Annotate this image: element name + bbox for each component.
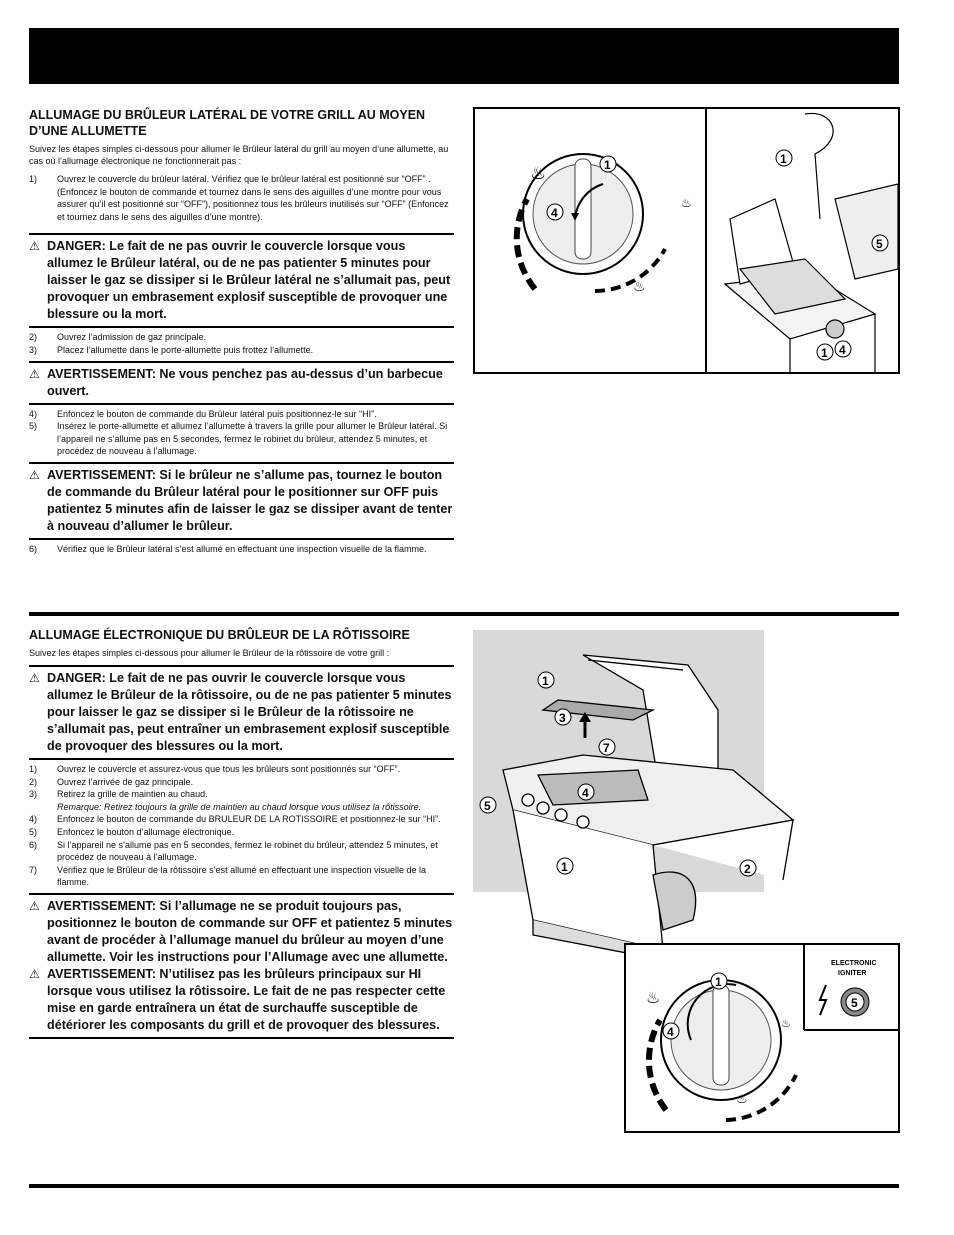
svg-text:1: 1 bbox=[542, 674, 549, 688]
svg-text:3: 3 bbox=[559, 711, 566, 725]
knob-and-igniter-illustration: ♨ ♨ ♨ 1 4 ELECTRONIC IGNITER 5 bbox=[645, 945, 898, 1122]
warning-triangle-icon: ⚠ bbox=[29, 966, 40, 981]
rotisserie-grill-illustration: 1 3 7 4 5 1 2 bbox=[479, 654, 795, 960]
igniter-figure: ♨ ♨ ♨ 1 4 ELECTRONIC IGNITER 5 bbox=[624, 943, 900, 1133]
svg-text:♨: ♨ bbox=[633, 278, 646, 294]
callouts: 1 4 bbox=[546, 155, 617, 221]
list-item: 1)Ouvrez le couvercle et assurez-vous qu… bbox=[29, 764, 401, 774]
side-burner-illustration bbox=[723, 112, 899, 372]
list-item: 7)Vérifiez que le Brûleur de la rôtissoi… bbox=[29, 864, 427, 888]
svg-text:4: 4 bbox=[839, 343, 846, 357]
svg-text:1: 1 bbox=[780, 152, 787, 166]
list-item: 1)Ouvrez le couvercle du brûleur latéral… bbox=[29, 174, 449, 222]
section-divider bbox=[29, 612, 899, 616]
svg-text:4: 4 bbox=[667, 1025, 674, 1039]
callouts: 1 5 1 4 bbox=[775, 149, 889, 361]
section-intro: Suivez les étapes simples ci-dessous pou… bbox=[29, 144, 449, 166]
svg-text:5: 5 bbox=[876, 237, 883, 251]
lightning-icon bbox=[818, 984, 828, 1016]
warning-triangle-icon: ⚠ bbox=[29, 467, 40, 482]
svg-text:7: 7 bbox=[603, 741, 610, 755]
list-item: 2)Ouvrez l’admission de gaz principale. bbox=[29, 332, 207, 343]
step-list: 1)Ouvrez le couvercle du brûleur latéral… bbox=[29, 173, 454, 223]
svg-text:♨: ♨ bbox=[646, 990, 660, 1007]
header-bar bbox=[29, 28, 899, 84]
side-burner-figure: ♨ ♨ ♨ 1 4 1 5 1 4 bbox=[473, 107, 900, 374]
section-intro: Suivez les étapes simples ci-dessous pou… bbox=[29, 648, 390, 658]
list-item: 4)Enfoncez le bouton de commande du Brûl… bbox=[29, 408, 377, 419]
warning-triangle-icon: ⚠ bbox=[29, 366, 40, 381]
section-title: ALLUMAGE DU BRÛLEUR LATÉRAL DE VOTRE GRI… bbox=[29, 108, 426, 138]
warning-box: ⚠AVERTISSEMENT: Si l’allumage ne se prod… bbox=[29, 892, 454, 1039]
svg-text:♨: ♨ bbox=[736, 1091, 748, 1106]
igniter-label-line1: ELECTRONIC bbox=[831, 960, 877, 967]
list-item: 6)Si l’appareil ne s’allume pas en 5 sec… bbox=[29, 839, 438, 863]
svg-text:1: 1 bbox=[715, 975, 722, 989]
knob-and-side-burner-illustration: ♨ ♨ ♨ 1 4 1 5 1 4 bbox=[513, 109, 899, 372]
list-item: 3)Retirez la grille de maintien au chaud… bbox=[29, 789, 422, 812]
section-title: ALLUMAGE ÉLECTRONIQUE DU BRÛLEUR DE LA R… bbox=[29, 628, 410, 642]
section-rotisserie-electronic: ALLUMAGE ÉLECTRONIQUE DU BRÛLEUR DE LA R… bbox=[29, 627, 454, 1042]
svg-text:2: 2 bbox=[744, 862, 751, 876]
list-item: 6)Vérifiez que le Brûleur latéral s’est … bbox=[29, 543, 427, 554]
svg-text:4: 4 bbox=[582, 786, 589, 800]
danger-box: ⚠DANGER: Le fait de ne pas ouvrir le cou… bbox=[29, 665, 454, 760]
footer-rule bbox=[29, 1184, 899, 1188]
list-item: 2)Ouvrez l’arrivée de gaz principale. bbox=[29, 776, 194, 787]
svg-text:♨: ♨ bbox=[781, 1018, 791, 1030]
step-list: 1)Ouvrez le couvercle et assurez-vous qu… bbox=[29, 763, 454, 889]
callouts: 1 3 7 4 5 1 2 bbox=[479, 671, 757, 877]
warning-box: ⚠AVERTISSEMENT: Si le brûleur ne s’allum… bbox=[29, 461, 454, 540]
warning-triangle-icon: ⚠ bbox=[29, 671, 40, 685]
svg-text:1: 1 bbox=[604, 158, 611, 172]
warning-triangle-icon: ⚠ bbox=[29, 898, 40, 913]
control-knob-illustration: ♨ ♨ ♨ bbox=[513, 153, 692, 294]
list-item: 5)Enfoncez le bouton d’allumage électron… bbox=[29, 826, 235, 837]
step-note: Remarque: Retirez toujours la grille de … bbox=[57, 801, 422, 812]
svg-text:4: 4 bbox=[551, 206, 558, 220]
igniter-button: 5 bbox=[851, 996, 858, 1010]
svg-text:♨: ♨ bbox=[681, 196, 692, 210]
warning-triangle-icon: ⚠ bbox=[29, 239, 40, 254]
svg-text:♨: ♨ bbox=[530, 163, 546, 183]
list-item: 4)Enfoncez le bouton de commande du BRUL… bbox=[29, 814, 441, 825]
list-item: 5)Insérez le porte-allumette et allumez … bbox=[29, 421, 448, 457]
step-list: 4)Enfoncez le bouton de commande du Brûl… bbox=[29, 408, 454, 458]
warning-box: ⚠AVERTISSEMENT: Ne vous penchez pas au-d… bbox=[29, 360, 454, 405]
list-item: 3)Placez l’allumette dans le porte-allum… bbox=[29, 344, 314, 355]
svg-text:1: 1 bbox=[821, 346, 828, 360]
svg-text:1: 1 bbox=[561, 860, 568, 874]
danger-box: ⚠DANGER: Le fait de ne pas ouvrir le cou… bbox=[29, 233, 454, 329]
step-list: 2)Ouvrez l’admission de gaz principale. … bbox=[29, 331, 454, 356]
igniter-label-line2: IGNITER bbox=[838, 970, 866, 977]
step-list: 6)Vérifiez que le Brûleur latéral s’est … bbox=[29, 543, 454, 556]
section-side-burner-match: ALLUMAGE DU BRÛLEUR LATÉRAL DE VOTRE GRI… bbox=[29, 107, 454, 556]
svg-text:5: 5 bbox=[484, 799, 491, 813]
